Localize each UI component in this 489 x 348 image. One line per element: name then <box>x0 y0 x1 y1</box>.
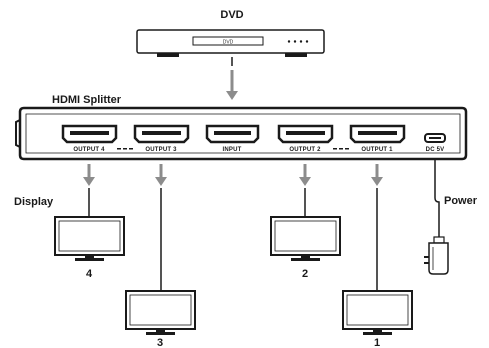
port-input-label: INPUT <box>223 147 242 153</box>
power-adapter-icon <box>424 236 449 275</box>
led-indicators-left <box>117 148 133 150</box>
arrow-output-4 <box>83 164 95 186</box>
port-output-4 <box>61 124 118 144</box>
monitor-4-icon <box>54 216 125 261</box>
monitor-4-label: 4 <box>86 268 93 280</box>
arrow-output-1 <box>371 164 383 186</box>
power-cable <box>434 160 440 238</box>
port-output-3-label: OUTPUT 3 <box>145 147 177 153</box>
dvd-display-text: DVD <box>223 40 234 46</box>
port-output-3 <box>133 124 190 144</box>
monitor-2-label: 2 <box>302 268 308 280</box>
led-indicators-right <box>333 148 349 150</box>
display-label: Display <box>14 196 54 208</box>
hdmi-splitter-label: HDMI Splitter <box>52 94 122 106</box>
port-output-2-label: OUTPUT 2 <box>289 147 321 153</box>
monitor-3-icon <box>125 290 196 335</box>
dvd-player-icon: DVD <box>136 29 325 57</box>
port-input <box>205 124 260 144</box>
port-output-1 <box>349 124 406 144</box>
monitor-1-icon <box>342 290 413 335</box>
port-dc <box>424 133 446 143</box>
power-label: Power <box>444 195 478 207</box>
port-output-1-label: OUTPUT 1 <box>361 147 393 153</box>
dvd-label: DVD <box>220 9 243 21</box>
monitor-1-label: 1 <box>374 337 380 348</box>
port-output-4-label: OUTPUT 4 <box>73 147 105 153</box>
port-output-2 <box>277 124 334 144</box>
monitor-2-icon <box>270 216 341 261</box>
monitor-3-label: 3 <box>157 337 163 348</box>
arrow-output-3 <box>155 164 167 186</box>
dvd-to-splitter-arrow <box>226 70 238 100</box>
port-dc-label: DC 5V <box>426 147 445 153</box>
arrow-output-2 <box>299 164 311 186</box>
